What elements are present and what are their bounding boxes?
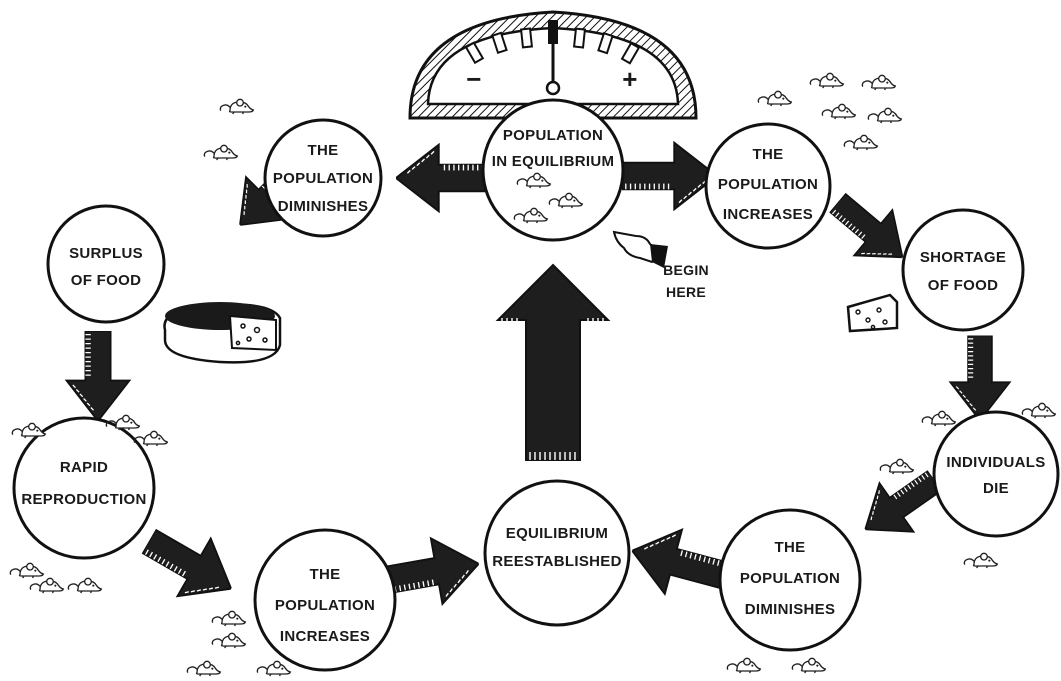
- mouse-icon: [11, 422, 46, 439]
- gauge-plus: +: [622, 64, 637, 94]
- mouse-icon: [843, 134, 878, 151]
- node-label: DIMINISHES: [278, 198, 369, 215]
- gauge: − +: [408, 10, 698, 120]
- mouse-icon: [861, 74, 896, 91]
- node-label: DIE: [983, 480, 1009, 497]
- mouse-icon: [757, 90, 792, 107]
- node-top-population-diminishes: THE POPULATION DIMINISHES: [263, 118, 383, 238]
- node-shortage-of-food: SHORTAGE OF FOOD: [901, 208, 1025, 332]
- mouse-icon: [211, 632, 246, 649]
- arrow-to-individuals: [949, 335, 1011, 421]
- node-label: REESTABLISHED: [492, 553, 621, 570]
- node-equilibrium-reestablished: EQUILIBRIUM REESTABLISHED: [483, 479, 631, 627]
- mouse-icon: [219, 98, 254, 115]
- mouse-icon: [791, 657, 826, 674]
- arrow-to-center-top: [495, 263, 611, 461]
- mouse-icon: [9, 562, 44, 579]
- node-label: REPRODUCTION: [21, 491, 146, 508]
- mouse-icon: [186, 660, 221, 677]
- pointing-hand-icon: [612, 230, 668, 268]
- node-label: POPULATION: [275, 597, 375, 614]
- mouse-icon: [211, 610, 246, 627]
- node-label: THE: [310, 566, 341, 583]
- arrow-to-increase-bottom: [131, 511, 249, 619]
- node-bottom-population-increases: THE POPULATION INCREASES: [253, 528, 397, 672]
- mouse-icon: [867, 107, 902, 124]
- mouse-icon: [809, 72, 844, 89]
- node-label: POPULATION: [718, 176, 818, 193]
- arrow-to-equilibrium-right: [622, 517, 734, 609]
- node-label: THE: [753, 146, 784, 163]
- mouse-icon: [821, 103, 856, 120]
- mouse-icon: [29, 577, 65, 594]
- node-label: INDIVIDUALS: [946, 454, 1045, 471]
- arrow-to-increase-top: [622, 141, 718, 211]
- node-surplus-of-food: SURPLUS OF FOOD: [46, 204, 166, 324]
- mouse-icon: [921, 410, 956, 427]
- gauge-minus: −: [466, 64, 481, 94]
- node-individuals-die: INDIVIDUALS DIE: [932, 410, 1060, 538]
- node-label: POPULATION: [273, 170, 373, 187]
- mouse-icon: [726, 657, 761, 674]
- node-label: THE: [308, 142, 339, 159]
- node-bottom-population-diminishes: THE POPULATION DIMINISHES: [718, 508, 862, 652]
- node-label: IN EQUILIBRIUM: [492, 153, 615, 170]
- mouse-icon: [256, 660, 292, 677]
- node-label: EQUILIBRIUM: [506, 525, 608, 542]
- mouse-icon: [67, 577, 102, 594]
- node-population-in-equilibrium: POPULATION IN EQUILIBRIUM: [481, 98, 625, 242]
- arrow-to-rapid: [65, 330, 131, 422]
- node-label: POPULATION: [503, 127, 603, 144]
- node-label: THE: [775, 539, 806, 556]
- node-label: INCREASES: [280, 628, 370, 645]
- mouse-icon: [1021, 402, 1057, 419]
- node-rapid-reproduction: RAPID REPRODUCTION: [12, 416, 156, 560]
- mouse-icon: [879, 458, 914, 475]
- node-label: SURPLUS: [69, 245, 143, 262]
- mouse-icon: [963, 552, 998, 569]
- cheese-wheel-icon: [163, 302, 282, 364]
- mouse-icon: [203, 144, 238, 161]
- arrow-to-diminish-top: [395, 143, 491, 213]
- node-label: RAPID: [60, 459, 108, 476]
- begin-here-label: HERE: [666, 284, 706, 300]
- node-label: DIMINISHES: [745, 601, 836, 618]
- node-top-population-increases: THE POPULATION INCREASES: [704, 122, 832, 250]
- node-label: OF FOOD: [928, 277, 998, 294]
- node-label: SHORTAGE: [920, 249, 1006, 266]
- node-label: INCREASES: [723, 206, 813, 223]
- node-label: OF FOOD: [71, 272, 141, 289]
- begin-here-label: BEGIN: [663, 262, 709, 278]
- cheese-wedge-icon: [846, 293, 899, 333]
- node-label: POPULATION: [740, 570, 840, 587]
